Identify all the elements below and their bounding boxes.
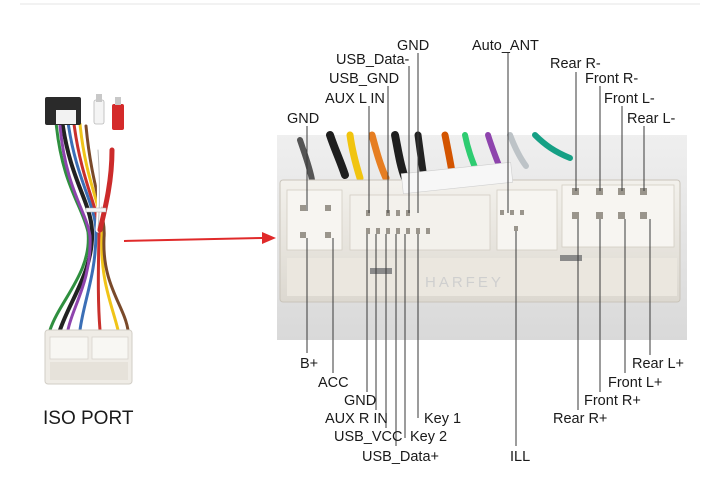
- label-usb-vcc: USB_VCC: [334, 429, 403, 445]
- bottom-labels: B+ ACC GND AUX R IN USB_VCC USB_Data+ Ke…: [300, 356, 684, 465]
- label-rear-r-minus: Rear R-: [550, 56, 601, 72]
- label-rear-l-minus: Rear L-: [627, 111, 676, 127]
- label-usb-data-plus: USB_Data+: [362, 449, 439, 465]
- label-usb-gnd: USB_GND: [329, 71, 399, 87]
- label-acc: ACC: [318, 375, 349, 391]
- label-key-2: Key 2: [410, 429, 447, 445]
- bottom-leaders: [306, 219, 651, 446]
- label-rear-l-plus: Rear L+: [632, 356, 684, 372]
- label-aux-l-in: AUX L IN: [325, 91, 385, 107]
- label-ill: ILL: [510, 449, 530, 465]
- label-aux-r-in: AUX R IN: [325, 411, 388, 427]
- label-key-1: Key 1: [424, 411, 461, 427]
- top-leaders: [306, 53, 645, 213]
- label-b-plus: B+: [300, 356, 318, 372]
- label-front-r-plus: Front R+: [584, 393, 641, 409]
- pointer-arrow: [123, 232, 276, 244]
- label-gnd-bottom: GND: [344, 393, 376, 409]
- label-auto-ant: Auto_ANT: [472, 38, 539, 54]
- label-front-l-plus: Front L+: [608, 375, 662, 391]
- label-front-r-minus: Front R-: [585, 71, 638, 87]
- connector-photo: HARFEY: [277, 131, 687, 340]
- label-front-l-minus: Front L-: [604, 91, 655, 107]
- label-usb-data-minus: USB_Data-: [336, 52, 410, 68]
- iso-port-caption: ISO PORT: [43, 408, 134, 429]
- label-gnd-top: GND: [397, 38, 429, 54]
- label-rear-r-plus: Rear R+: [553, 411, 607, 427]
- watermark: HARFEY: [425, 274, 504, 291]
- label-gnd-left: GND: [287, 111, 319, 127]
- top-labels: GND AUX L IN USB_GND USB_Data- GND Auto_…: [287, 38, 676, 127]
- harness-illustration: [44, 94, 133, 385]
